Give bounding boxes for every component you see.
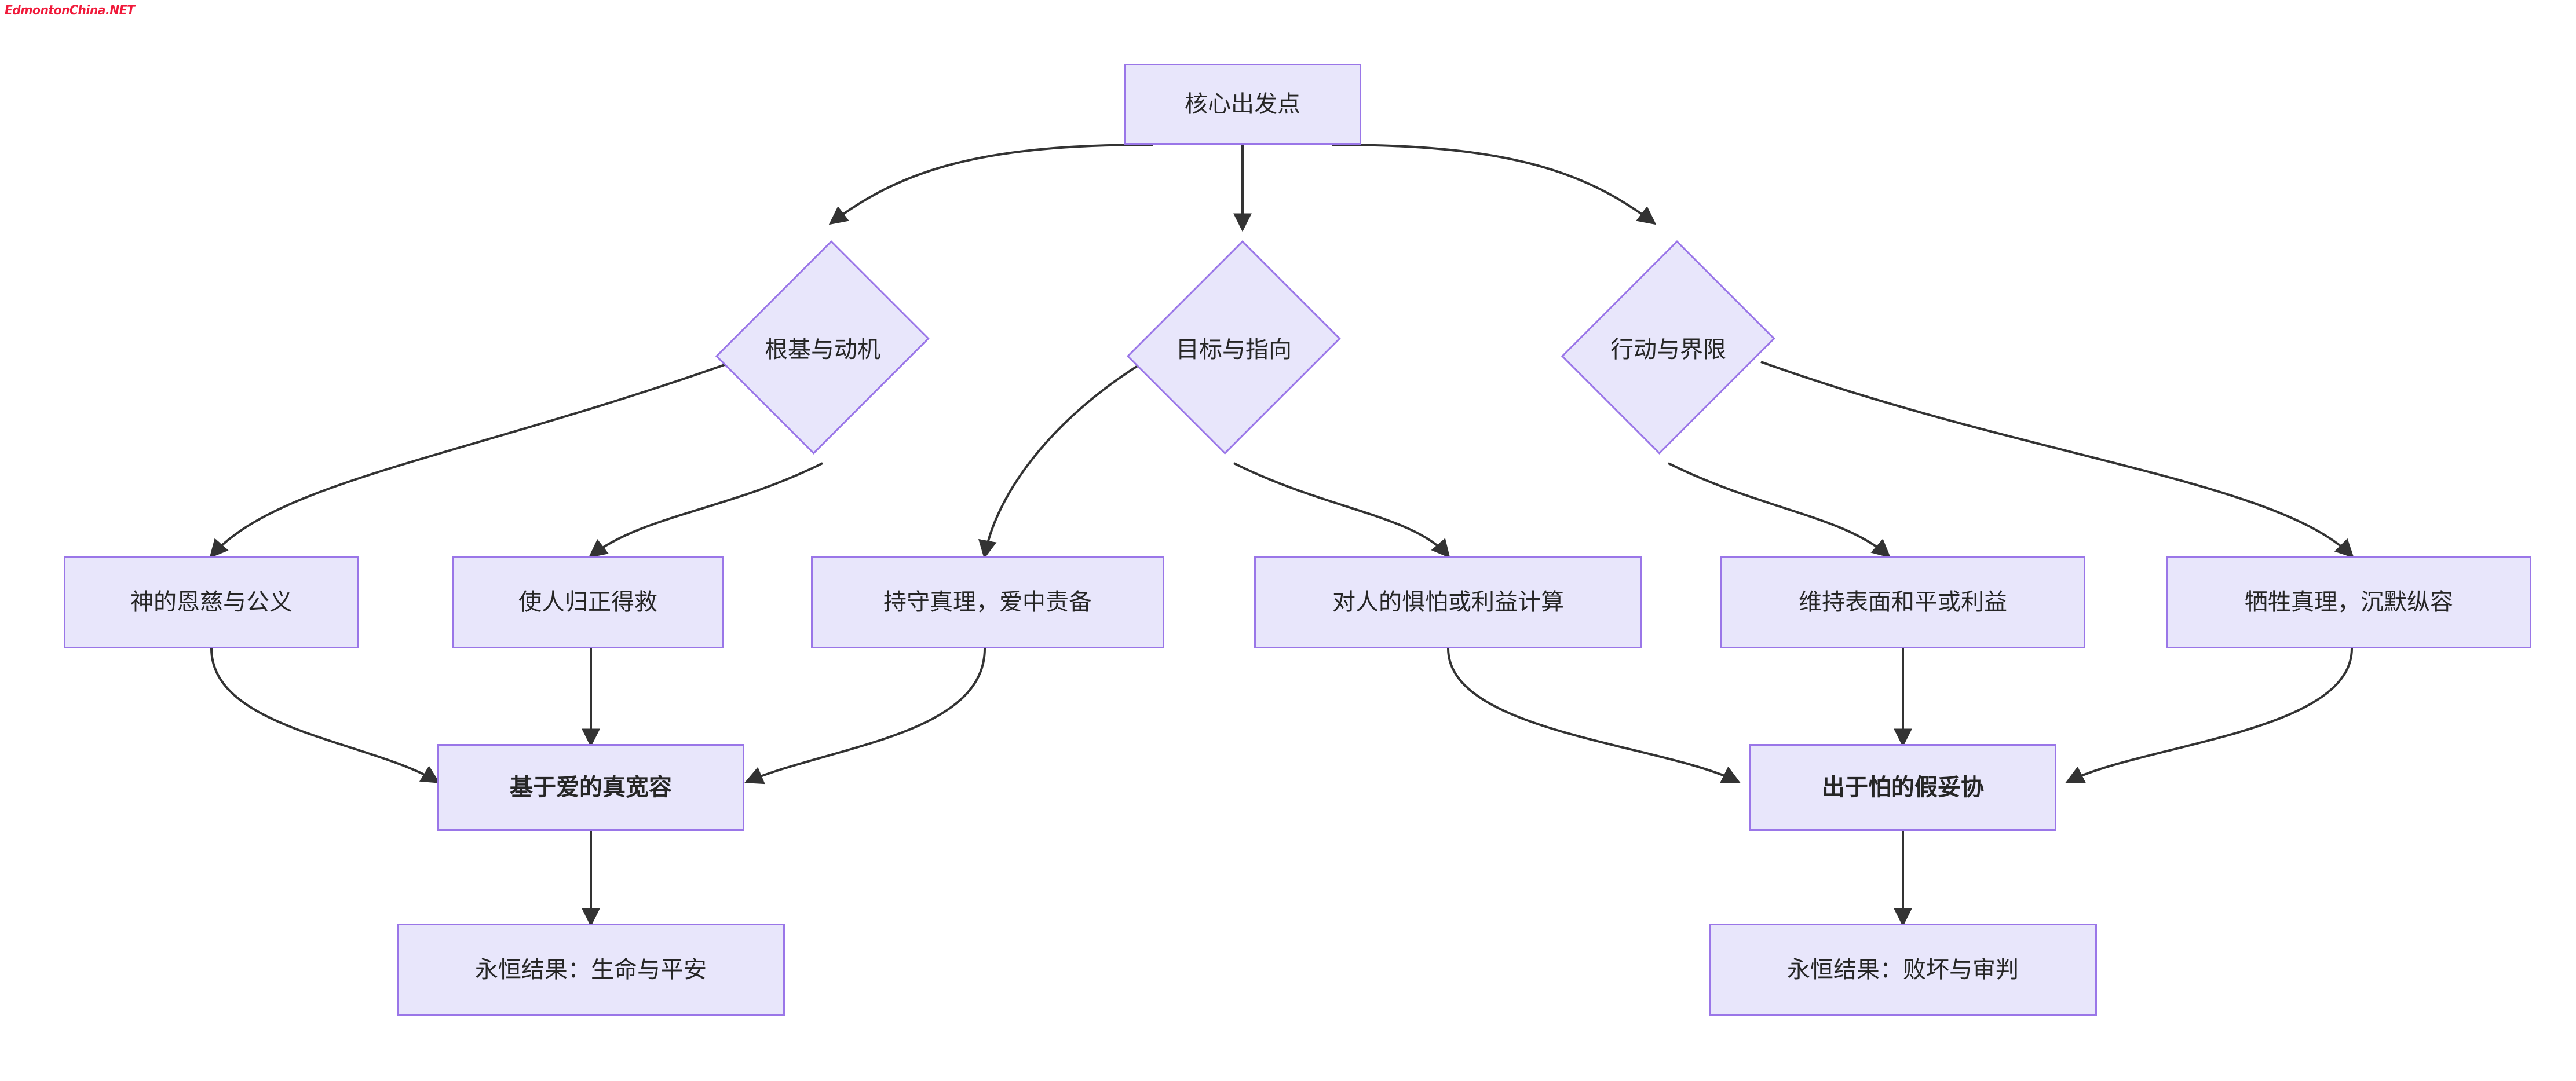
edge-d3-b5: [1668, 462, 1891, 558]
node-d3-label: 行动与界限: [1610, 337, 1726, 362]
node-res2[interactable]: 永恒结果：败坏与审判: [1709, 924, 2097, 1016]
edge-root-d3: [1332, 144, 1657, 225]
node-b4[interactable]: 对人的惧怕或利益计算: [1254, 556, 1642, 648]
node-b6[interactable]: 牺牲真理，沉默纵容: [2166, 556, 2531, 648]
edge-b1-good: [210, 648, 440, 783]
edge-root-d1: [828, 144, 1153, 225]
node-b5[interactable]: 维持表面和平或利益: [1720, 556, 2085, 648]
node-d2-label: 目标与指向: [1176, 337, 1292, 362]
node-b5-label: 维持表面和平或利益: [1799, 589, 2007, 615]
watermark-label: EdmontonChina.NET: [5, 3, 135, 18]
node-res1-label: 永恒结果：生命与平安: [475, 957, 707, 983]
node-d1[interactable]: 根基与动机: [715, 232, 930, 463]
edge-b4-bad: [1447, 648, 1741, 783]
node-b6-label: 牺牲真理，沉默纵容: [2245, 589, 2453, 615]
edge-b3-good: [744, 648, 986, 785]
node-b2[interactable]: 使人归正得救: [452, 556, 724, 648]
node-res2-label: 永恒结果：败坏与审判: [1787, 957, 2019, 983]
node-bad-label: 出于怕的假妥协: [1822, 775, 1984, 800]
node-root[interactable]: 核心出发点: [1124, 64, 1361, 145]
node-bad[interactable]: 出于怕的假妥协: [1749, 744, 2056, 831]
node-b3[interactable]: 持守真理，爱中责备: [811, 556, 1164, 648]
node-root-label: 核心出发点: [1185, 91, 1300, 117]
edge-d3-b6: [1760, 361, 2354, 558]
node-good-label: 基于爱的真宽容: [510, 775, 672, 800]
edge-d1-b1: [209, 361, 733, 558]
node-d1-label: 根基与动机: [765, 337, 880, 362]
node-good[interactable]: 基于爱的真宽容: [437, 744, 744, 831]
node-b2-label: 使人归正得救: [518, 589, 657, 615]
node-b1-label: 神的恩慈与公义: [130, 589, 293, 615]
node-d2[interactable]: 目标与指向: [1127, 232, 1341, 463]
edge-d1-b2: [588, 462, 823, 558]
node-b1[interactable]: 神的恩慈与公义: [64, 556, 359, 648]
edge-d2-b4: [1233, 462, 1450, 559]
edge-d2-b3: [978, 361, 1145, 559]
node-b4-label: 对人的惧怕或利益计算: [1332, 589, 1564, 615]
node-d3[interactable]: 行动与界限: [1561, 232, 1775, 463]
edge-b6-bad: [2065, 648, 2353, 783]
node-res1[interactable]: 永恒结果：生命与平安: [397, 924, 785, 1016]
node-b3-label: 持守真理，爱中责备: [883, 589, 1092, 615]
